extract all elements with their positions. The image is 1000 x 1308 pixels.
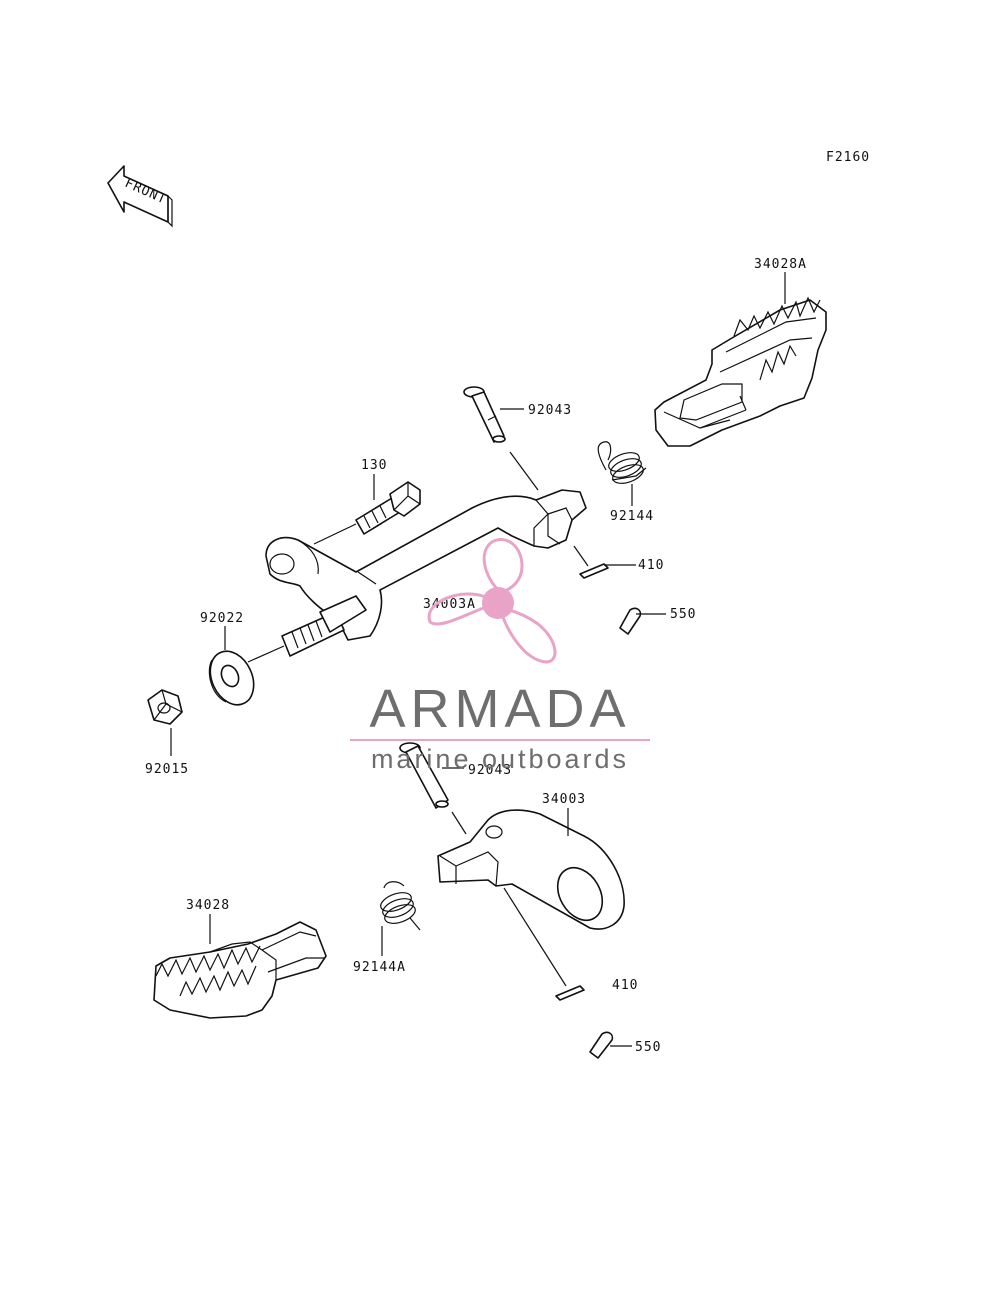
- part-label: 550: [635, 1040, 661, 1055]
- front-arrow-icon: FRONT: [107, 165, 173, 228]
- part-label: 92022: [200, 611, 244, 626]
- part-label: 34028A: [754, 257, 807, 272]
- figure-code: F2160: [826, 150, 870, 165]
- pivot-shaft: [281, 595, 367, 657]
- clevis-pin-upper: [463, 386, 506, 443]
- cotter-550-upper: [619, 607, 642, 635]
- part-label: 92043: [468, 763, 512, 778]
- part-label: 92144: [610, 509, 654, 524]
- part-label: 410: [638, 558, 664, 573]
- watermark-tagline: marine outboards: [371, 744, 629, 774]
- propeller-blade: [482, 538, 524, 594]
- lever-34003: [437, 809, 625, 930]
- footpeg-right: [654, 296, 827, 447]
- brake-pedal-34003A: [265, 489, 587, 641]
- bolt-130: [355, 481, 421, 535]
- washer-92022: [208, 650, 255, 706]
- part-label: 550: [670, 607, 696, 622]
- part-label: 410: [612, 978, 638, 993]
- cotter-550-lower: [589, 1031, 614, 1059]
- cotter-410-lower: [555, 985, 585, 1001]
- footpeg-left: [153, 921, 327, 1019]
- return-spring-lower: [380, 881, 421, 931]
- part-label: 92043: [528, 403, 572, 418]
- part-labels: 34028A 92043 130 92144 410 34003A 550 92…: [145, 257, 807, 1055]
- cotter-410-upper: [579, 563, 609, 579]
- return-spring-upper: [597, 441, 647, 484]
- part-label: 34003A: [423, 597, 476, 612]
- propeller-logo-icon: [427, 538, 557, 664]
- nut-92015: [147, 689, 183, 725]
- part-label: 34028: [186, 898, 230, 913]
- clevis-pin-lower: [399, 742, 449, 809]
- leader-lines: [170, 272, 786, 1047]
- watermark-brand: ARMADA: [369, 679, 630, 739]
- part-label: 34003: [542, 792, 586, 807]
- part-label: 130: [361, 458, 387, 473]
- part-label: 92144A: [353, 960, 406, 975]
- propeller-blade: [497, 606, 557, 664]
- part-label: 92015: [145, 762, 189, 777]
- propeller-hub: [482, 587, 514, 619]
- watermark: ARMADA marine outboards: [350, 538, 650, 774]
